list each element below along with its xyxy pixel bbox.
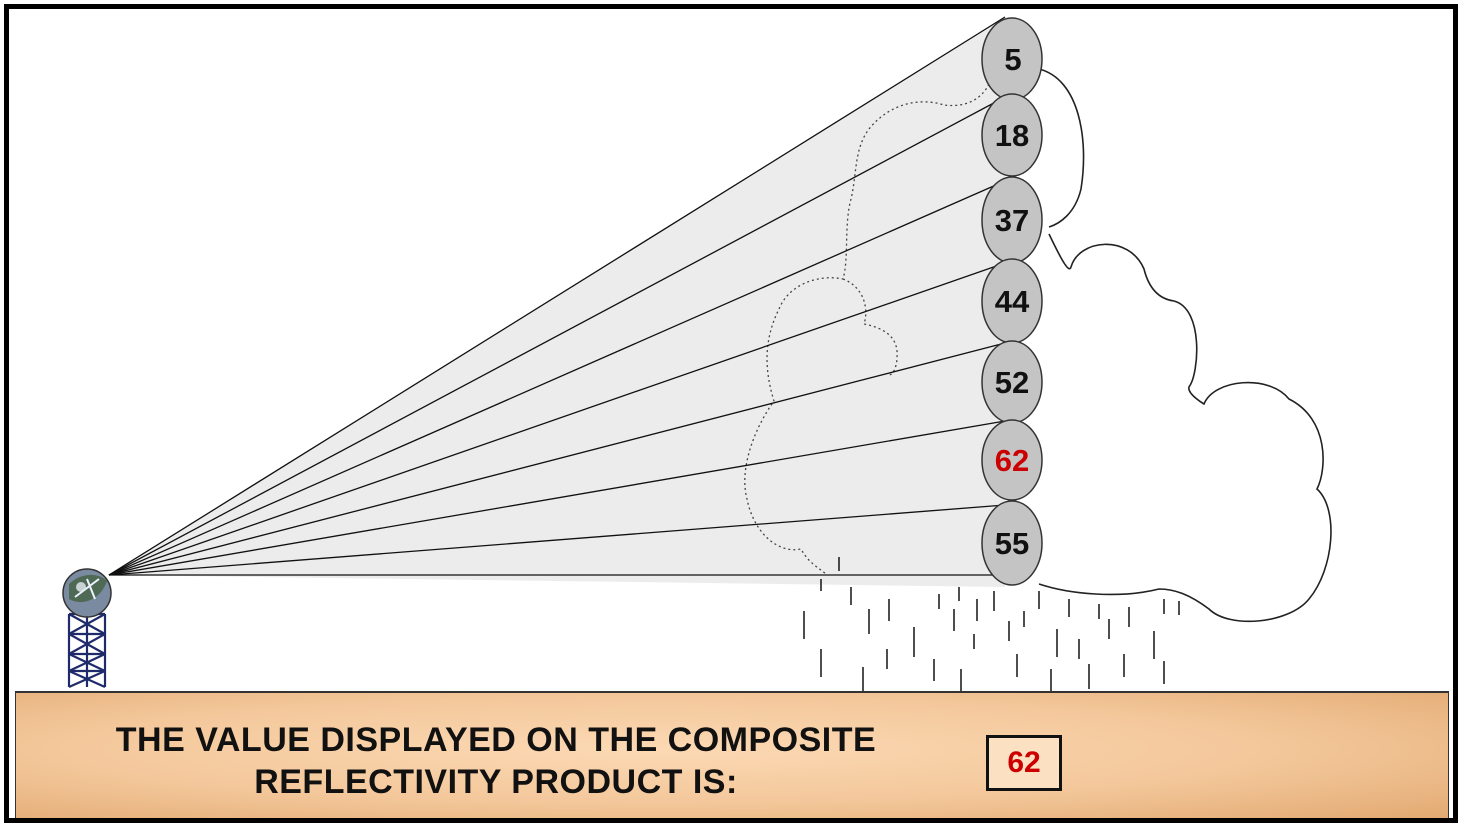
radar-scene: 5 18 37 44 52 62 [62, 16, 1332, 691]
bin-52: 52 [981, 340, 1043, 424]
diagram-frame: 5 18 37 44 52 62 [4, 4, 1458, 823]
bin-label: 55 [995, 526, 1029, 561]
bin-ellipse [981, 419, 1043, 501]
answer-value: 62 [1007, 746, 1041, 779]
bin-ellipse [981, 500, 1043, 586]
bin-55: 55 [981, 500, 1043, 586]
bin-37: 37 [981, 176, 1043, 264]
radar-tower-icon [62, 568, 112, 689]
radar-beam-fan [109, 17, 1005, 587]
bin-44: 44 [981, 258, 1043, 344]
bin-label: 18 [995, 118, 1029, 153]
bin-5: 5 [981, 17, 1043, 101]
bin-column: 5 18 37 44 52 62 [981, 17, 1043, 586]
radar-beam-lines [108, 16, 1006, 576]
question-line-2: REFLECTIVITY PRODUCT IS: [254, 763, 738, 801]
question-text: THE VALUE DISPLAYED ON THE COMPOSITE REF… [56, 719, 936, 803]
answer-panel: THE VALUE DISPLAYED ON THE COMPOSITE REF… [15, 691, 1449, 818]
bin-label: 37 [995, 203, 1029, 238]
rain-streaks [803, 557, 1180, 691]
cloud-outline-right [1038, 68, 1332, 623]
answer-box: 62 [986, 735, 1062, 791]
bin-label: 44 [995, 284, 1030, 319]
cloud-outline-dashed [744, 83, 990, 576]
bin-label: 5 [1004, 42, 1021, 77]
question-line-1: THE VALUE DISPLAYED ON THE COMPOSITE [115, 721, 877, 759]
bin-18: 18 [981, 93, 1043, 177]
bin-label: 52 [995, 365, 1029, 400]
bin-label-highlight: 62 [995, 443, 1029, 478]
bin-62: 62 [981, 419, 1043, 501]
bin-ellipse [981, 93, 1043, 177]
